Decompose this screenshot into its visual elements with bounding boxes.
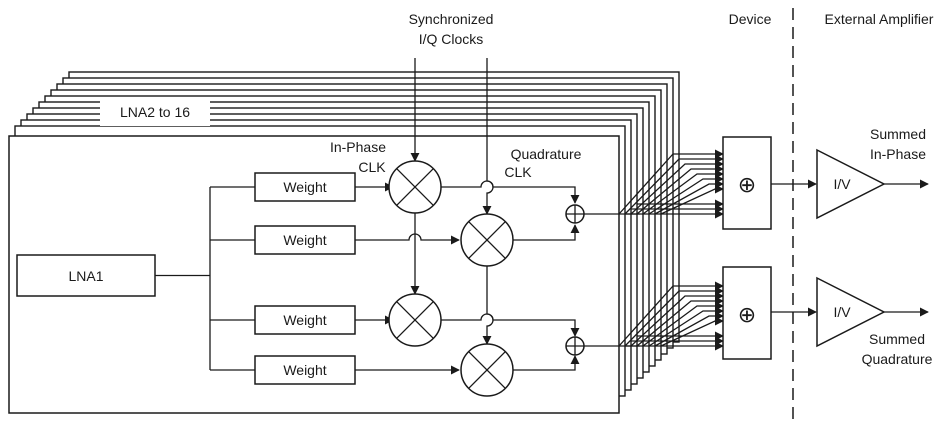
external-amplifier-label: External Amplifier — [825, 11, 934, 27]
inphase-summer-block — [722, 136, 772, 230]
mixer-icon — [388, 293, 442, 347]
quadrature-output-label-line2: Quadrature — [862, 351, 933, 367]
quadrature-clk-line1: Quadrature — [511, 146, 582, 162]
amplifier-label: I/V — [833, 176, 851, 192]
weight-label: Weight — [283, 312, 326, 328]
quadrature-fan-in — [618, 281, 724, 351]
summer-plus-icon: ⊕ — [738, 302, 756, 327]
stack-label: LNA2 to 16 — [120, 104, 190, 120]
weight-label: Weight — [283, 362, 326, 378]
inphase-clk-line2: CLK — [358, 159, 386, 175]
amplifier-label: I/V — [833, 304, 851, 320]
inphase-output-label-line2: In-Phase — [870, 146, 926, 162]
summer-plus-icon: ⊕ — [738, 172, 756, 197]
quadrature-output-label-line1: Summed — [869, 331, 925, 347]
device-label: Device — [729, 11, 772, 27]
quadrature-summer-block — [722, 266, 772, 360]
weight-label: Weight — [283, 179, 326, 195]
summing-node-icon — [565, 336, 585, 356]
inphase-fan-in — [618, 149, 724, 219]
mixer-icon — [388, 160, 442, 214]
summing-node-icon — [565, 204, 585, 224]
weight-block-1 — [254, 172, 356, 202]
stack-label-box — [100, 98, 210, 126]
mixer-icon — [460, 213, 514, 267]
inphase-amplifier — [816, 148, 886, 220]
quadrature-amplifier — [816, 276, 886, 348]
weight-block-3 — [254, 305, 356, 335]
clock-title-line1: Synchronized — [409, 11, 494, 27]
inphase-clk-line1: In-Phase — [330, 139, 386, 155]
inphase-output-label-line1: Summed — [870, 126, 926, 142]
mixer-icon — [460, 343, 514, 397]
clock-title-line2: I/Q Clocks — [419, 31, 484, 47]
weight-label: Weight — [283, 232, 326, 248]
lna1-label: LNA1 — [68, 268, 103, 284]
quadrature-clk-line2: CLK — [504, 164, 532, 180]
lna1-block — [16, 254, 156, 297]
weight-block-4 — [254, 355, 356, 385]
